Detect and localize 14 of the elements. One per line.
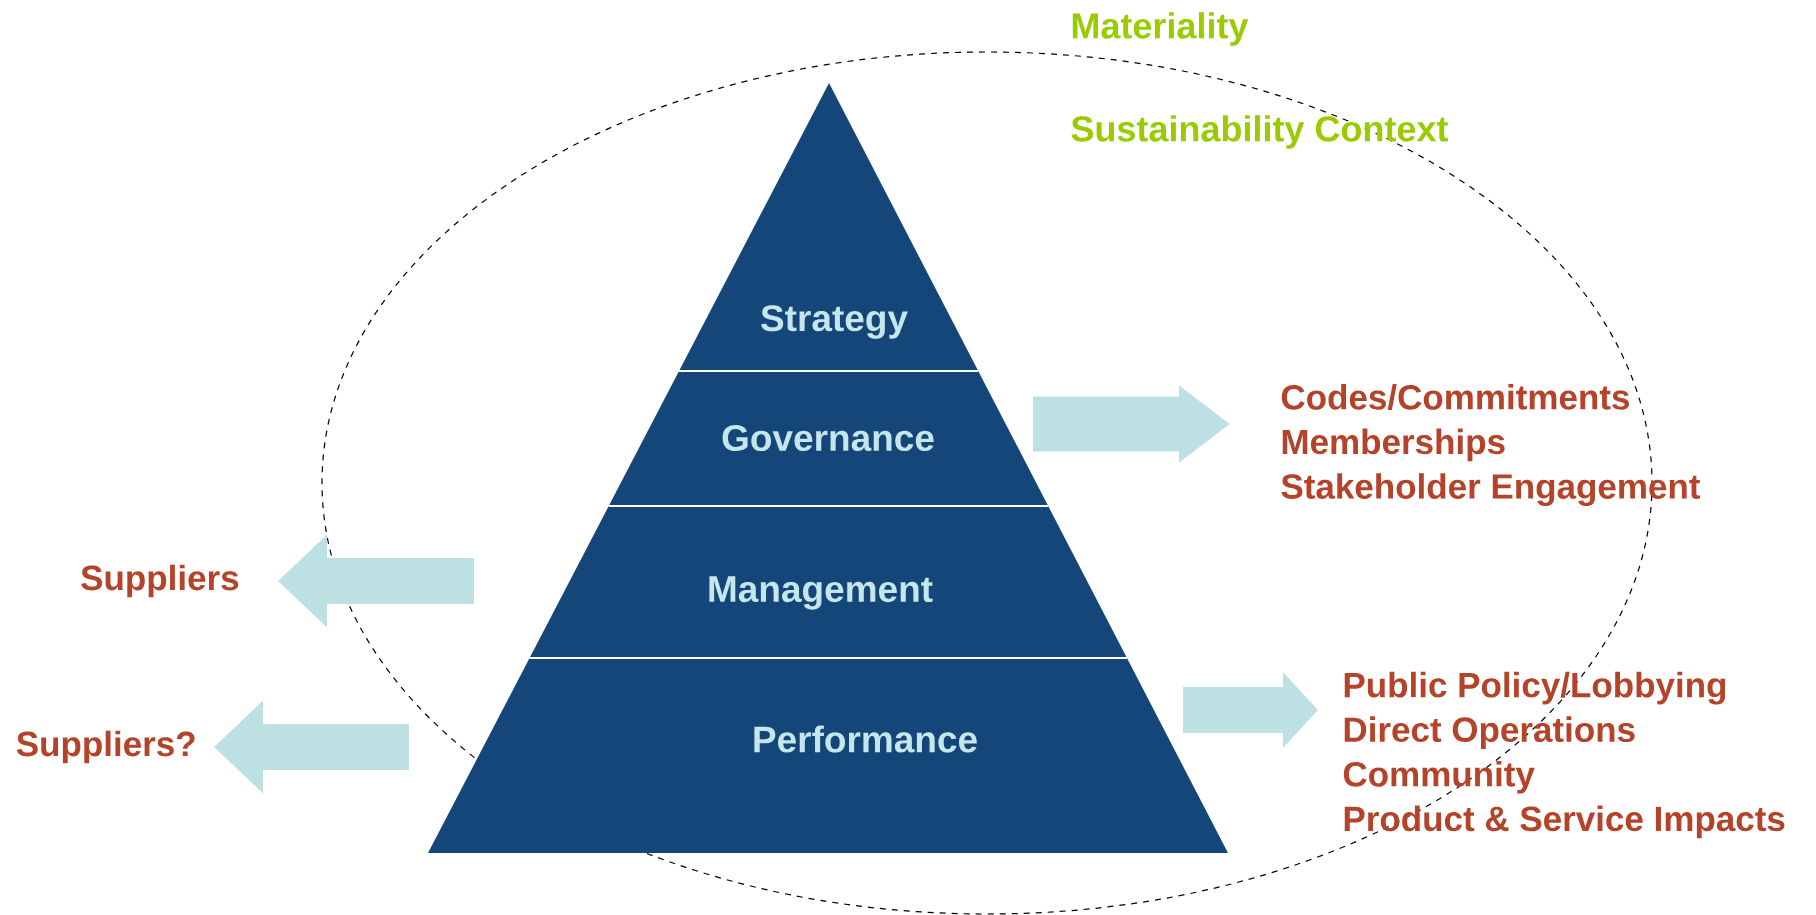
label: Materiality: [1072, 12, 1249, 46]
label: Sustainability Context: [1071, 115, 1448, 149]
pyramid-layer: Management: [529, 506, 1127, 658]
text-list: Codes/Commitments Memberships Stakeholder Engagement: [1281, 384, 1701, 506]
pyramid-layer: Performance: [428, 658, 1228, 853]
pyramid-layer: Governance: [608, 371, 1049, 506]
text-list: Suppliers: [81, 564, 239, 598]
node-label: Management: [709, 576, 933, 610]
text-list: Suppliers?: [16, 730, 195, 764]
node-label: Governance: [722, 424, 934, 452]
node-label: Performance: [754, 725, 977, 753]
text-list: Public Policy/Lobbying Direct Operations Community Product & Service Impacts: [1343, 671, 1785, 839]
pyramid-layer: Strategy: [679, 83, 979, 371]
node-label: Strategy: [761, 305, 908, 339]
